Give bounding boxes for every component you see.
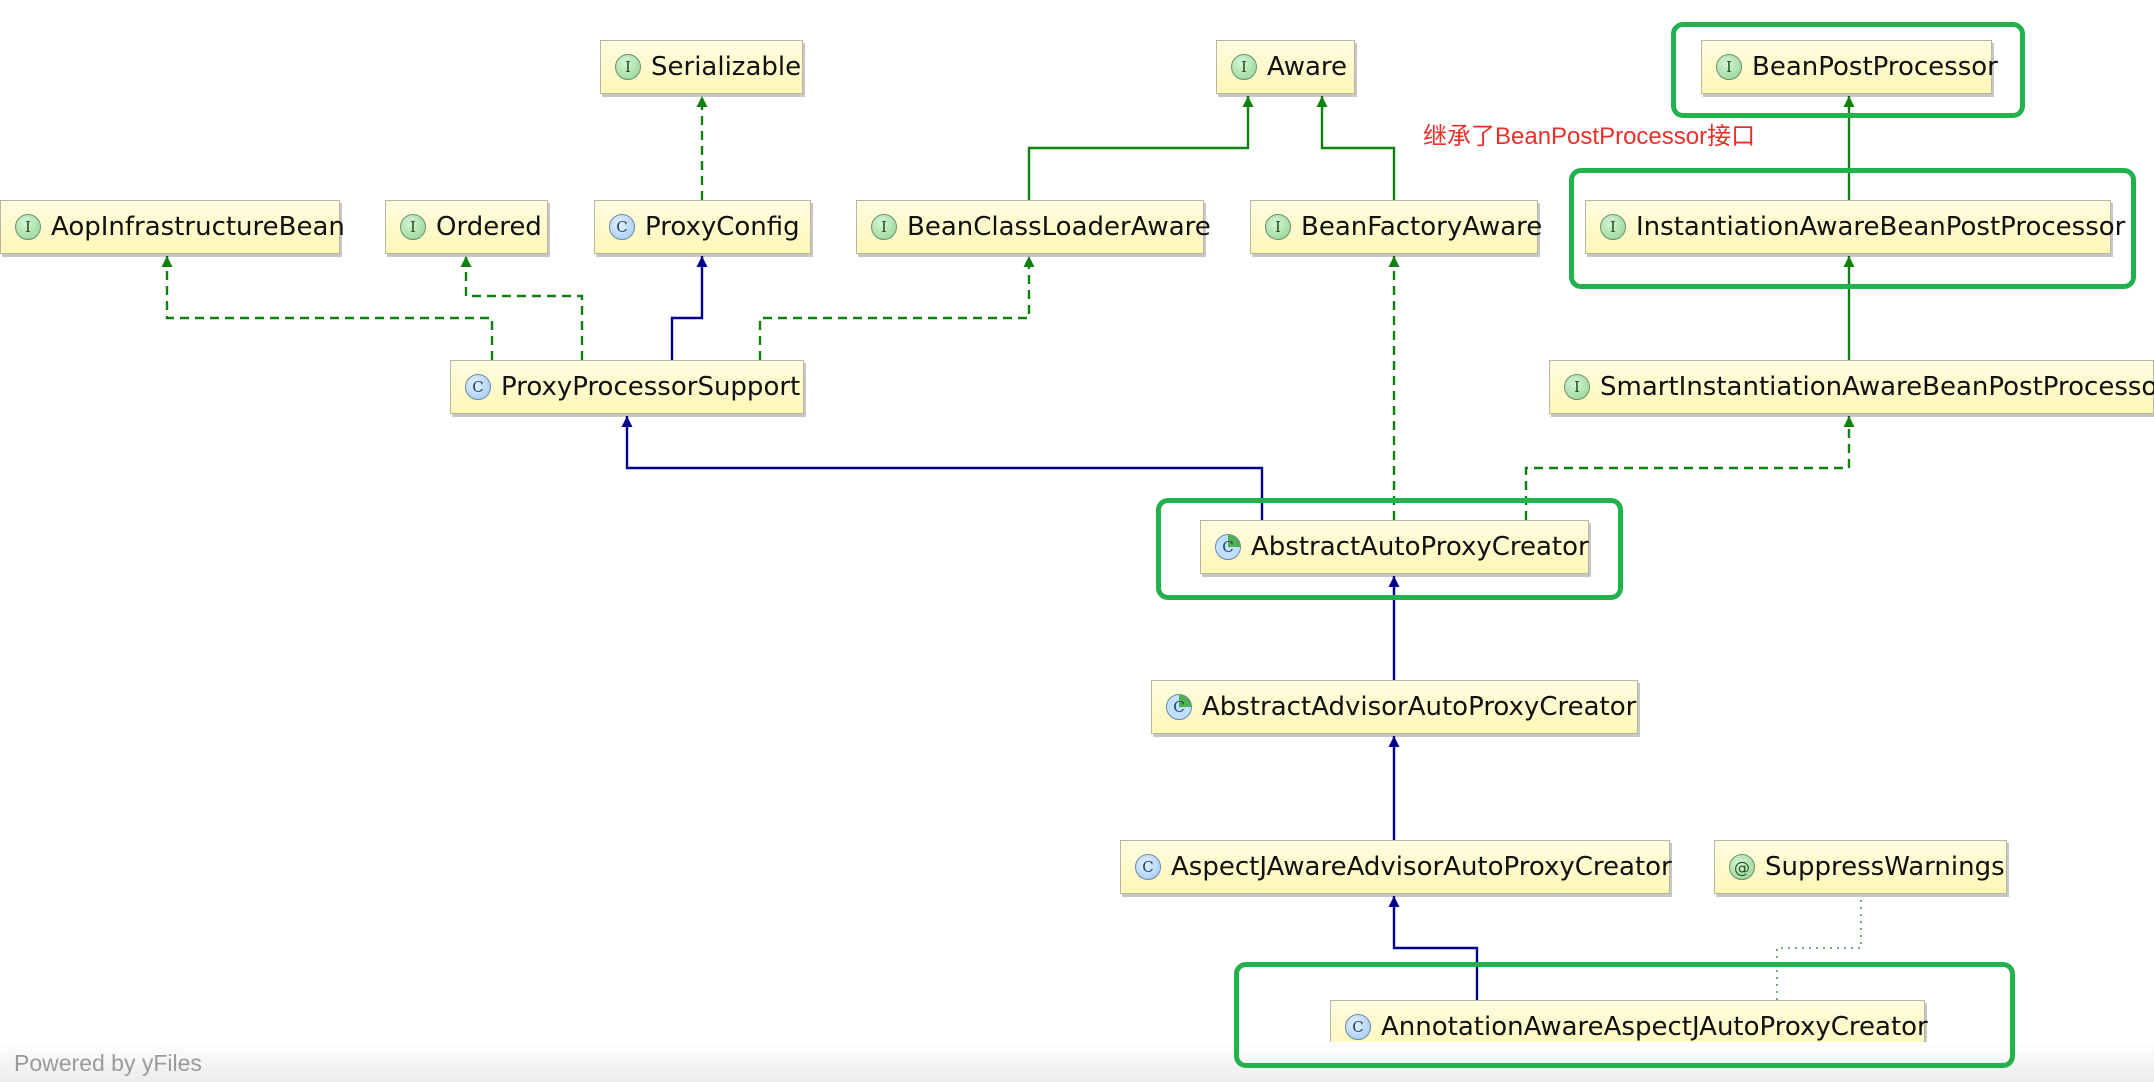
annotation-note: 继承了BeanPostProcessor接口 — [1423, 123, 1756, 150]
class-icon: C — [609, 214, 635, 240]
class-icon: C — [1135, 854, 1161, 880]
node-aspectjaware[interactable]: C AspectJAwareAdvisorAutoProxyCreator — [1120, 840, 1672, 894]
interface-icon: I — [1564, 374, 1590, 400]
node-label: Serializable — [651, 52, 802, 82]
interface-icon: I — [1716, 54, 1742, 80]
footer-bar: Powered by yFiles — [0, 1042, 2154, 1082]
annotation-icon: @ — [1729, 854, 1755, 880]
powered-by-label: Powered by yFiles — [14, 1050, 202, 1076]
edge-beanfactoryaware-to-aware — [1316, 96, 1396, 200]
interface-icon: I — [1231, 54, 1257, 80]
node-label: BeanPostProcessor — [1752, 52, 1998, 82]
interface-icon: I — [15, 214, 41, 240]
interface-icon: I — [400, 214, 426, 240]
edge-proxyprocessorsupport-to-ordered — [460, 256, 584, 360]
node-label: Ordered — [436, 212, 542, 242]
interface-icon: I — [1600, 214, 1626, 240]
node-label: BeanClassLoaderAware — [907, 212, 1211, 242]
interface-icon: I — [1265, 214, 1291, 240]
node-label: BeanFactoryAware — [1301, 212, 1543, 242]
node-proxyconfig[interactable]: C ProxyConfig — [594, 200, 811, 254]
highlight-box-annotationaware — [1234, 962, 2015, 1068]
highlight-box-iabpp — [1569, 168, 2136, 289]
class-icon: C — [1345, 1014, 1371, 1040]
class-icon: C — [465, 374, 491, 400]
edge-abstractautoproxycreator-to-siabpp — [1524, 416, 1855, 520]
edge-annotationaware-to-suppresswarnings — [1776, 896, 1862, 1000]
edge-beanclassloaderaware-to-aware — [1027, 96, 1254, 200]
node-label: Aware — [1267, 52, 1348, 82]
highlight-box-abstractautoproxycreator — [1156, 498, 1623, 600]
node-proxyprocessorsupport[interactable]: C ProxyProcessorSupport — [450, 360, 804, 414]
node-label: SmartInstantiationAwareBeanPostProcessor — [1600, 372, 2154, 402]
node-aware[interactable]: I Aware — [1216, 40, 1355, 94]
node-serializable[interactable]: I Serializable — [600, 40, 803, 94]
node-label: AspectJAwareAdvisorAutoProxyCreator — [1171, 852, 1672, 882]
node-beanpostprocessor[interactable]: I BeanPostProcessor — [1701, 40, 1998, 94]
interface-icon: I — [871, 214, 897, 240]
node-ordered[interactable]: I Ordered — [385, 200, 548, 254]
abstract-icon: C — [1166, 694, 1192, 720]
node-label: ProxyConfig — [645, 212, 800, 242]
node-label: AbstractAutoProxyCreator — [1251, 532, 1589, 562]
node-label: ProxyProcessorSupport — [501, 372, 801, 402]
highlight-box-beanpostprocessor — [1671, 22, 2025, 118]
node-label: AbstractAdvisorAutoProxyCreator — [1202, 692, 1637, 722]
node-label: AopInfrastructureBean — [51, 212, 345, 242]
edge-abstractautoproxycreator-to-proxyprocessorsupport — [621, 416, 1264, 520]
node-abstractautoproxycreator[interactable]: C AbstractAutoProxyCreator — [1200, 520, 1589, 574]
node-beanfactoryaware[interactable]: I BeanFactoryAware — [1250, 200, 1542, 254]
node-abstractadvisorautoproxycreator[interactable]: C AbstractAdvisorAutoProxyCreator — [1151, 680, 1638, 734]
node-iabpp[interactable]: I InstantiationAwareBeanPostProcessor — [1585, 200, 2125, 254]
interface-icon: I — [615, 54, 641, 80]
relationship-edges — [161, 96, 1862, 1000]
node-label: InstantiationAwareBeanPostProcessor — [1636, 212, 2126, 242]
edge-proxyprocessorsupport-to-aopinfra — [161, 256, 494, 360]
node-label: SuppressWarnings — [1765, 852, 2005, 882]
node-siabpp[interactable]: I SmartInstantiationAwareBeanPostProcesso… — [1549, 360, 2154, 414]
edge-proxyprocessorsupport-to-proxyconfig — [670, 256, 708, 360]
node-label: AnnotationAwareAspectJAutoProxyCreator — [1381, 1012, 1928, 1042]
node-suppresswarnings[interactable]: @ SuppressWarnings — [1714, 840, 2007, 894]
node-beanclassloaderaware[interactable]: I BeanClassLoaderAware — [856, 200, 1211, 254]
node-aopinfra[interactable]: I AopInfrastructureBean — [0, 200, 345, 254]
abstract-icon: C — [1215, 534, 1241, 560]
edge-annotationaware-to-aspectjaware — [1388, 896, 1479, 1000]
edge-proxyprocessorsupport-to-beanclassloaderaware — [758, 256, 1035, 360]
